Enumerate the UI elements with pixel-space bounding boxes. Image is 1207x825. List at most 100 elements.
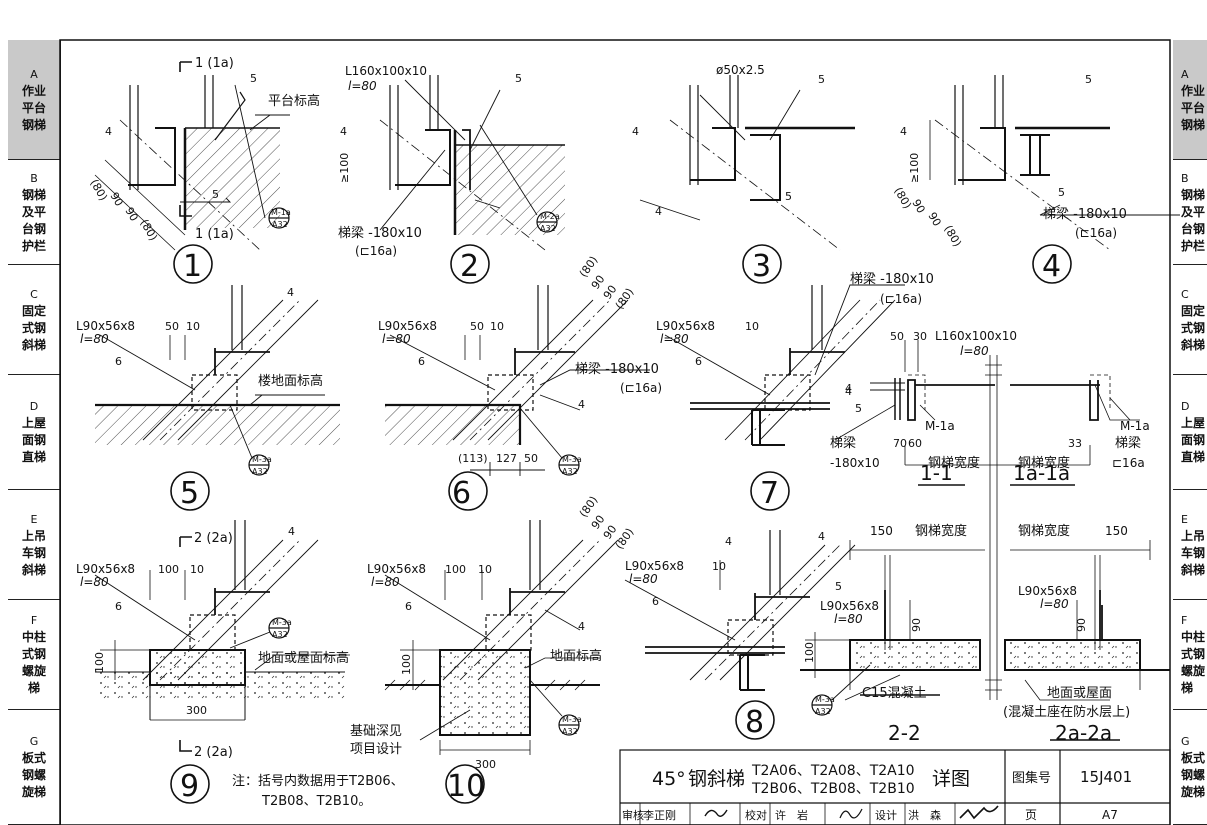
- d5-weld-4: 4: [287, 286, 294, 299]
- d4-gap: ≥100: [908, 153, 921, 183]
- d9-ref-bot: A32: [272, 630, 288, 639]
- s22-weld-5: 5: [835, 580, 842, 593]
- d2-angle: L160x100x10: [345, 64, 427, 78]
- s22-width: 钢梯宽度: [915, 523, 967, 539]
- s22a-ground-2: (混凝土座在防水层上): [1003, 704, 1130, 720]
- tab-text-line: 上屋: [1181, 416, 1206, 430]
- d2-ref-top: M-2a: [540, 212, 560, 221]
- s11a-ref: M-1a: [1120, 419, 1150, 433]
- tab-text-line: 上吊: [21, 528, 46, 543]
- d6-beam: 梯梁 -180x10: [575, 362, 659, 377]
- tab-text-line: 直梯: [21, 450, 46, 464]
- detail-1: [94, 61, 290, 284]
- detail-10-labels: L90x56x8 l=80 100 10 100 300 地面标高 基础深见 项…: [350, 494, 636, 804]
- tab-text-line: 及平: [1181, 204, 1206, 219]
- d9-h100: 100: [93, 652, 106, 673]
- d1-platform-label: 平台标高: [268, 93, 320, 109]
- s11a-beam: 梯梁: [1115, 436, 1141, 451]
- tab-text-line: 螺旋: [21, 664, 46, 678]
- note: 注：括号内数据用于T2B06、 T2B08、T2B10。: [232, 773, 404, 809]
- d5-weld-6: 6: [115, 355, 122, 368]
- detail-9-labels: 2 (2a) 2 (2a) L90x56x8 l=80 100 10 100 3…: [76, 525, 349, 804]
- d4-weld-5b: 5: [1058, 186, 1065, 199]
- d8-weld-6: 6: [652, 595, 659, 608]
- d9-ground: 地面或屋面标高: [258, 650, 349, 666]
- s22-90: 90: [910, 618, 923, 632]
- s11a-title: 1a-1a: [1013, 461, 1070, 485]
- tab-text-line: 旋梯: [21, 785, 46, 799]
- d3-number: 3: [752, 249, 771, 284]
- d10-length: l=80: [371, 575, 400, 589]
- s22-ref-bot: A32: [815, 707, 831, 716]
- s22-title: 2-2: [888, 721, 921, 745]
- detail-5-labels: L90x56x8 l=80 50 10 楼地面标高 6 4 M-3a A32 5: [76, 286, 323, 511]
- tab-text-line: 斜梯: [21, 562, 46, 577]
- d9-100: 100: [158, 563, 179, 576]
- detail-8: [624, 530, 856, 740]
- d4-weld-4: 4: [900, 125, 907, 138]
- tab-letter: F: [1181, 614, 1188, 627]
- section-1-1-labels: 50 30 L160x100x10 l=80 M-1a 梯梁 -180x10 7…: [830, 329, 1150, 485]
- d10-found-1: 基础深见: [350, 724, 402, 739]
- d9-w300: 300: [186, 704, 207, 717]
- s11-beam2: -180x10: [830, 456, 880, 470]
- title-name: 钢斜梯: [688, 768, 745, 790]
- d1-dim-d: (80): [137, 217, 160, 243]
- d5-50: 50: [165, 320, 179, 333]
- atlas-label: 图集号: [1012, 770, 1051, 786]
- s11a-33: 33: [1068, 437, 1082, 450]
- d7-weld-6: 6: [695, 355, 702, 368]
- tab-letter: C: [30, 287, 38, 301]
- d6-channel: (⊏16a): [620, 381, 662, 395]
- d5-ref-bot: A32: [252, 467, 268, 476]
- reviewer-name: 李正刚: [643, 808, 676, 822]
- tab-text-line: 式钢: [21, 647, 46, 661]
- s11-50: 50: [890, 330, 904, 343]
- d4-beam: 梯梁 -180x10: [1043, 207, 1127, 222]
- d4-weld-5: 5: [1085, 73, 1092, 86]
- d6-dim-50: 50: [524, 452, 538, 465]
- s22-conc: C15混凝土: [862, 685, 927, 701]
- section-1-1: [834, 340, 1140, 700]
- tab-letter: B: [1181, 171, 1189, 185]
- d4-dim-b: 90: [909, 197, 927, 216]
- tab-text-line: 钢螺: [1181, 768, 1206, 782]
- d10-w300: 300: [475, 758, 496, 771]
- d10-weld-6: 6: [405, 600, 412, 613]
- title-angle: 45°: [652, 768, 686, 790]
- title-models-1: T2A06、T2A08、T2A10: [751, 763, 915, 779]
- page-label: 页: [1025, 808, 1037, 822]
- d9-number: 9: [180, 769, 199, 804]
- tab-letter: C: [1181, 287, 1189, 301]
- detail-8-labels: L90x56x8 l=80 10 6 4 4 8: [625, 530, 825, 740]
- tab-text-line: 及平: [21, 204, 46, 219]
- d1-dim-c: 90: [122, 205, 140, 224]
- d2-channel: (⊏16a): [355, 244, 397, 258]
- s11-title: 1-1: [920, 461, 953, 485]
- s22a-length: l=80: [1040, 597, 1069, 611]
- d1-weld-4: 4: [105, 125, 112, 138]
- d3-pipe: ø50x2.5: [716, 63, 765, 77]
- s22a-150: 150: [1105, 524, 1128, 538]
- d9-cut-bottom: 2 (2a): [194, 745, 233, 760]
- detail-7: [664, 284, 905, 511]
- d5-ref-top: M-3a: [252, 455, 272, 464]
- sheet-frame: [59, 39, 1171, 825]
- tab-text-line: 钢螺: [21, 768, 46, 782]
- tab-text-line: 作业: [1181, 83, 1206, 98]
- tab-text-line: 平台: [1181, 100, 1206, 115]
